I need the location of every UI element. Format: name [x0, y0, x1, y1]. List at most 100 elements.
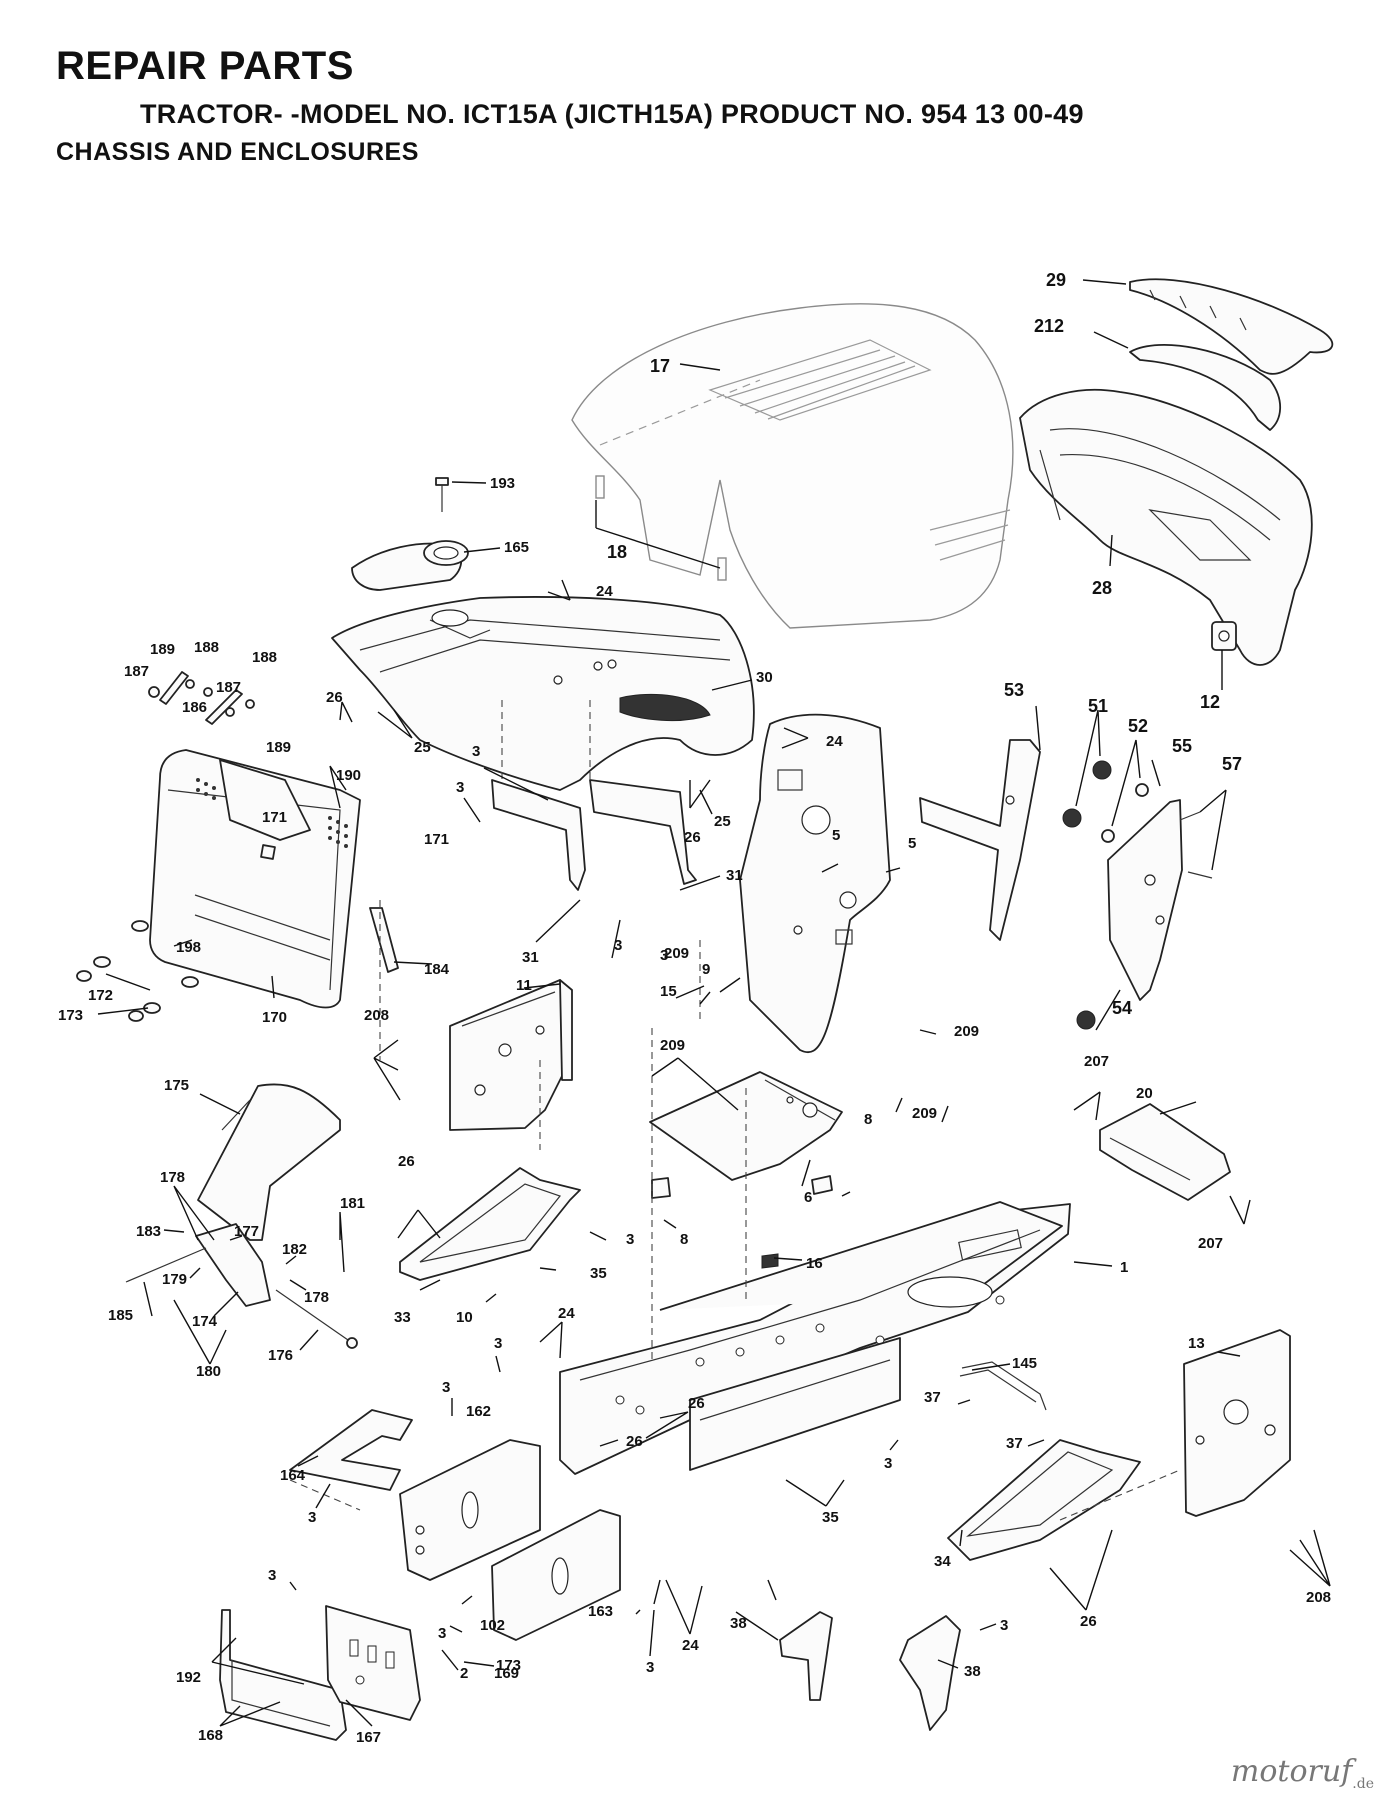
bracket-part-20 — [1099, 1103, 1231, 1201]
callout-179: 179 — [162, 1271, 187, 1288]
callout-187-b: 187 — [216, 679, 241, 696]
callout-3-l: 3 — [438, 1625, 446, 1642]
callout-24-b: 24 — [826, 733, 843, 750]
callout-31-a: 31 — [726, 867, 743, 884]
callout-171-b: 171 — [424, 831, 449, 848]
callout-26-a: 26 — [326, 689, 343, 706]
callout-207-b: 207 — [1198, 1235, 1223, 1252]
callout-3-a: 3 — [472, 743, 480, 760]
callout-177: 177 — [234, 1223, 259, 1240]
callout-57: 57 — [1222, 754, 1242, 774]
callout-6: 6 — [804, 1189, 812, 1206]
callout-29: 29 — [1046, 270, 1066, 290]
callout-208-a: 208 — [364, 1007, 389, 1024]
pedal-linkage-174-185 — [125, 1223, 358, 1349]
callout-207-a: 207 — [1084, 1053, 1109, 1070]
callout-168: 168 — [198, 1727, 223, 1744]
leader-lines — [97, 279, 1331, 1727]
callout-26-c: 26 — [398, 1153, 415, 1170]
callout-189-b: 189 — [266, 739, 291, 756]
callout-3-c: 3 — [614, 937, 622, 954]
callout-38-b: 38 — [964, 1663, 981, 1680]
callout-53: 53 — [1004, 680, 1024, 700]
callout-9: 9 — [702, 961, 710, 978]
bracket-part-53 — [919, 739, 1041, 941]
mount-bracket-part-31 — [491, 700, 697, 891]
frame-plate-part-162 — [399, 1439, 541, 1581]
bracket-part-164 — [289, 1409, 413, 1491]
callout-3-b: 3 — [456, 779, 464, 796]
support-plate-part-9 — [739, 713, 891, 1054]
callout-30: 30 — [756, 669, 773, 686]
callout-208-b: 208 — [1306, 1589, 1331, 1606]
callout-198: 198 — [176, 939, 201, 956]
callout-209-d: 209 — [912, 1105, 937, 1122]
callout-33: 33 — [394, 1309, 411, 1326]
trim-strip-part-29 — [1129, 278, 1334, 375]
callout-8-a: 8 — [864, 1111, 872, 1128]
callout-192: 192 — [176, 1669, 201, 1686]
callout-3-m: 3 — [1000, 1617, 1008, 1634]
callout-37-b: 37 — [1006, 1435, 1023, 1452]
header: REPAIR PARTS TRACTOR- -MODEL NO. ICT15A … — [56, 44, 1084, 167]
bracket-part-55 — [1107, 799, 1183, 1001]
callout-52: 52 — [1128, 716, 1148, 736]
callout-3-d: 3 — [660, 947, 668, 964]
rod-part-145 — [959, 1361, 1047, 1411]
callout-187-a: 187 — [124, 663, 149, 680]
callout-193: 193 — [490, 475, 515, 492]
callout-26-e: 26 — [626, 1433, 643, 1450]
callout-51: 51 — [1088, 696, 1108, 716]
callout-24-d: 24 — [682, 1637, 699, 1654]
callout-188-a: 188 — [194, 639, 219, 656]
screw-part-193 — [435, 477, 449, 512]
callout-165: 165 — [504, 539, 529, 556]
callout-17: 17 — [650, 356, 670, 376]
callout-3-h: 3 — [442, 1379, 450, 1396]
callout-145: 145 — [1012, 1355, 1037, 1372]
footrest-part-33 — [399, 1167, 581, 1281]
bumper-part-167 — [219, 1609, 347, 1741]
callout-28: 28 — [1092, 578, 1112, 598]
callout-20: 20 — [1136, 1085, 1153, 1102]
frame-plate-part-163 — [491, 1509, 621, 1641]
callout-184: 184 — [424, 961, 450, 978]
plate-part-2 — [325, 1605, 421, 1721]
section-title: CHASSIS AND ENCLOSURES — [56, 138, 419, 166]
hood-part-17 — [571, 303, 1014, 629]
main-frame-part-1 — [559, 1201, 1071, 1475]
callout-181: 181 — [340, 1195, 365, 1212]
callout-172: 172 — [88, 987, 113, 1004]
callout-167: 167 — [356, 1729, 381, 1746]
callout-18: 18 — [607, 542, 627, 562]
callout-26-d: 26 — [688, 1395, 705, 1412]
callout-189-a: 189 — [150, 641, 175, 658]
callout-164: 164 — [280, 1467, 306, 1484]
callout-25-b: 25 — [714, 813, 731, 830]
callout-12: 12 — [1200, 692, 1220, 712]
cover-lid-part-165 — [351, 540, 469, 591]
model-subtitle: TRACTOR- -MODEL NO. ICT15A (JICTH15A) PR… — [140, 99, 1084, 129]
callout-182: 182 — [282, 1241, 307, 1258]
callout-3-f: 3 — [494, 1335, 502, 1352]
callout-5-a: 5 — [832, 827, 840, 844]
callout-209-a: 209 — [664, 945, 689, 962]
callout-2: 2 — [460, 1665, 468, 1682]
page-title: REPAIR PARTS — [56, 44, 354, 88]
callout-1: 1 — [1120, 1259, 1128, 1276]
callout-15: 15 — [660, 983, 677, 1000]
callout-162: 162 — [466, 1403, 491, 1420]
watermark-logo: motoruf.de — [1231, 1754, 1374, 1792]
callout-24-a: 24 — [596, 583, 613, 600]
shield-part-175 — [197, 1083, 341, 1241]
callout-5-b: 5 — [908, 835, 916, 852]
callout-186: 186 — [182, 699, 207, 716]
callout-178-b: 178 — [304, 1289, 329, 1306]
callout-13: 13 — [1188, 1335, 1205, 1352]
callout-26-f: 26 — [1080, 1613, 1097, 1630]
callout-185: 185 — [108, 1307, 133, 1324]
callout-3-j: 3 — [268, 1567, 276, 1584]
callout-209-c: 209 — [660, 1037, 685, 1054]
callout-173-a: 173 — [58, 1007, 83, 1024]
trim-strip-part-212 — [1129, 344, 1282, 431]
